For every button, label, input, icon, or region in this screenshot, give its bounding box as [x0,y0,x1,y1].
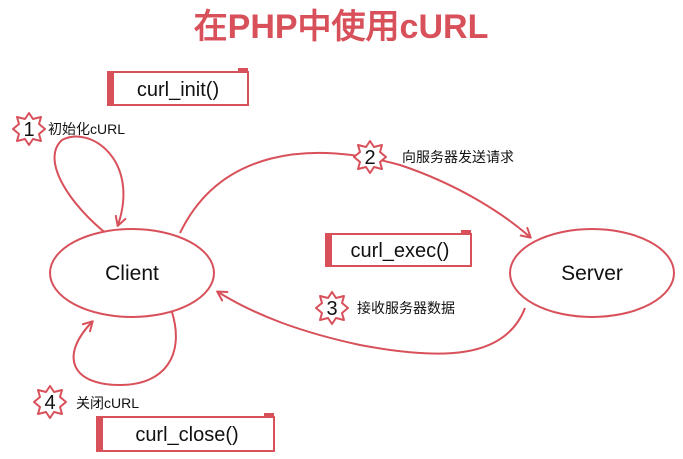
step-3-label: 接收服务器数据 [357,300,455,316]
curl-close-label: curl_close() [135,424,238,446]
step-1-number: 1 [23,119,34,141]
curl-init-box: curl_init() [107,68,249,106]
step-2-star-icon [353,140,387,174]
step-4-number: 4 [44,392,55,414]
client-node: Client [49,228,215,318]
step-4-star-icon [33,385,67,419]
response-arrow [216,290,526,355]
step-2-number: 2 [364,147,375,169]
step-1-label: 初始化cURL [48,121,125,137]
step-4: 4 关闭cURL [33,385,139,419]
request-arrow [179,151,532,239]
step-2: 2 向服务器发送请求 [353,140,514,174]
step-3-star-icon [315,291,349,325]
step-3: 3 接收服务器数据 [315,291,455,325]
step-3-number: 3 [326,298,337,320]
step-4-label: 关闭cURL [76,395,139,411]
curl-exec-box: curl_exec() [325,230,472,267]
step-1: 1 初始化cURL [12,112,125,146]
step-2-label: 向服务器发送请求 [402,149,514,165]
diagram-title: 在PHP中使用cURL [194,8,489,46]
curl-close-box: curl_close() [96,413,275,452]
curl-exec-label: curl_exec() [351,240,450,262]
curl-init-label: curl_init() [137,79,219,101]
loop-arrow-close [72,311,177,387]
client-label: Client [105,262,159,285]
server-node: Server [509,228,675,318]
server-label: Server [561,262,623,285]
step-1-star-icon [12,112,46,146]
loop-arrow-init [53,135,127,236]
